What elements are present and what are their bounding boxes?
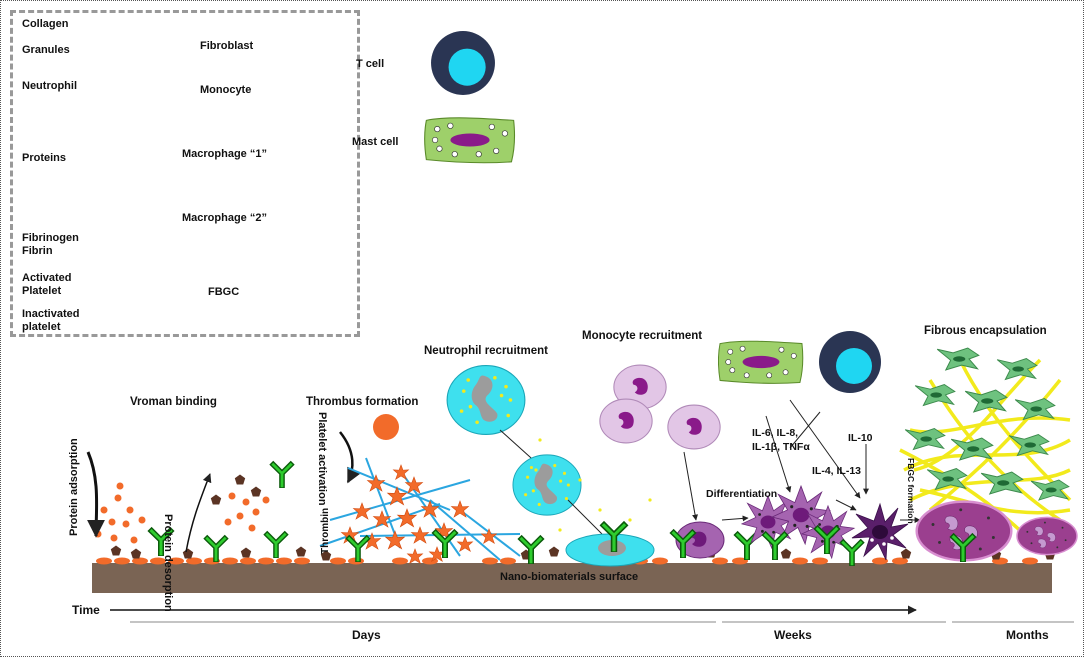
stage-neutrophil-recruitment: Neutrophil recruitment xyxy=(424,345,548,357)
legend-label-fibroblast: Fibroblast xyxy=(200,40,254,52)
legend-label-inactivated-platelet-1: Inactivated xyxy=(22,308,80,320)
inactivated-platelet xyxy=(373,414,399,440)
legend-label-collagen: Collagen xyxy=(22,18,69,30)
macrophage-region xyxy=(721,399,921,566)
stage-fibrous-encapsulation: Fibrous encapsulation xyxy=(924,325,1047,337)
fibrous-capsule xyxy=(899,347,1078,562)
legend-label-inactivated-platelet-2: platelet xyxy=(22,321,61,333)
label-il4-il13: IL-4, IL-13 xyxy=(812,465,862,477)
stage-vroman-binding: Vroman binding xyxy=(130,396,217,408)
stage-differentiation: Differentiation xyxy=(706,488,778,500)
legend-label-fbgc: FBGC xyxy=(208,286,240,298)
stage-protein-adsorption: Protein adsorption xyxy=(68,438,80,536)
legend-label-monocyte: Monocyte xyxy=(200,84,252,96)
label-cytokines-1: IL-6, IL-8, xyxy=(752,427,799,439)
label-fbgc-formation: FBGC formation xyxy=(906,458,916,524)
timeline-weeks: Weeks xyxy=(774,628,812,642)
timeline-months: Months xyxy=(1006,628,1049,642)
label-il10: IL-10 xyxy=(848,432,873,444)
label-thrombin: Thrombin xyxy=(320,507,331,554)
surface-label: Nano-biomaterials surface xyxy=(500,571,639,583)
vroman-region xyxy=(86,451,295,562)
timeline-label: Time xyxy=(72,603,100,617)
legend-label-fibrinogen: Fibrinogen xyxy=(22,232,79,244)
neutrophil-region xyxy=(446,364,655,567)
legend-box xyxy=(10,10,360,337)
stage-monocyte-recruitment: Monocyte recruitment xyxy=(582,330,703,342)
nano-biomaterial-surface xyxy=(92,563,1052,593)
legend-label-proteins: Proteins xyxy=(22,152,67,164)
legend-mast-cell-icon xyxy=(424,117,516,164)
legend-label-macrophage-2: Macrophage “2” xyxy=(182,212,267,224)
legend-label-fibrin: Fibrin xyxy=(22,245,53,257)
monocyte-region xyxy=(599,364,761,560)
legend-label-neutrophil: Neutrophil xyxy=(22,80,77,92)
legend-label-granules: Granules xyxy=(22,44,70,56)
legend-label-t-cell: T cell xyxy=(356,58,385,70)
thrombus-region xyxy=(319,414,545,564)
legend-label-activated-platelet-2: Platelet xyxy=(22,285,62,297)
t-cell xyxy=(819,331,881,393)
legend-label-macrophage-1: Macrophage “1” xyxy=(182,148,267,160)
legend-label-activated-platelet-1: Activated xyxy=(22,272,72,284)
stage-platelet-activation: Platelet activation xyxy=(316,412,328,506)
stage-thrombus-formation: Thrombus formation xyxy=(306,396,419,408)
mast-cell xyxy=(718,340,804,384)
timeline xyxy=(110,605,1074,623)
stage-protein-desorption: Protein desorption xyxy=(162,514,174,612)
timeline-days: Days xyxy=(352,628,381,642)
legend-label-mast-cell: Mast cell xyxy=(352,136,399,148)
label-cytokines-2: IL-1β, TNFα xyxy=(752,441,810,453)
legend-tcell-icon xyxy=(431,31,495,95)
